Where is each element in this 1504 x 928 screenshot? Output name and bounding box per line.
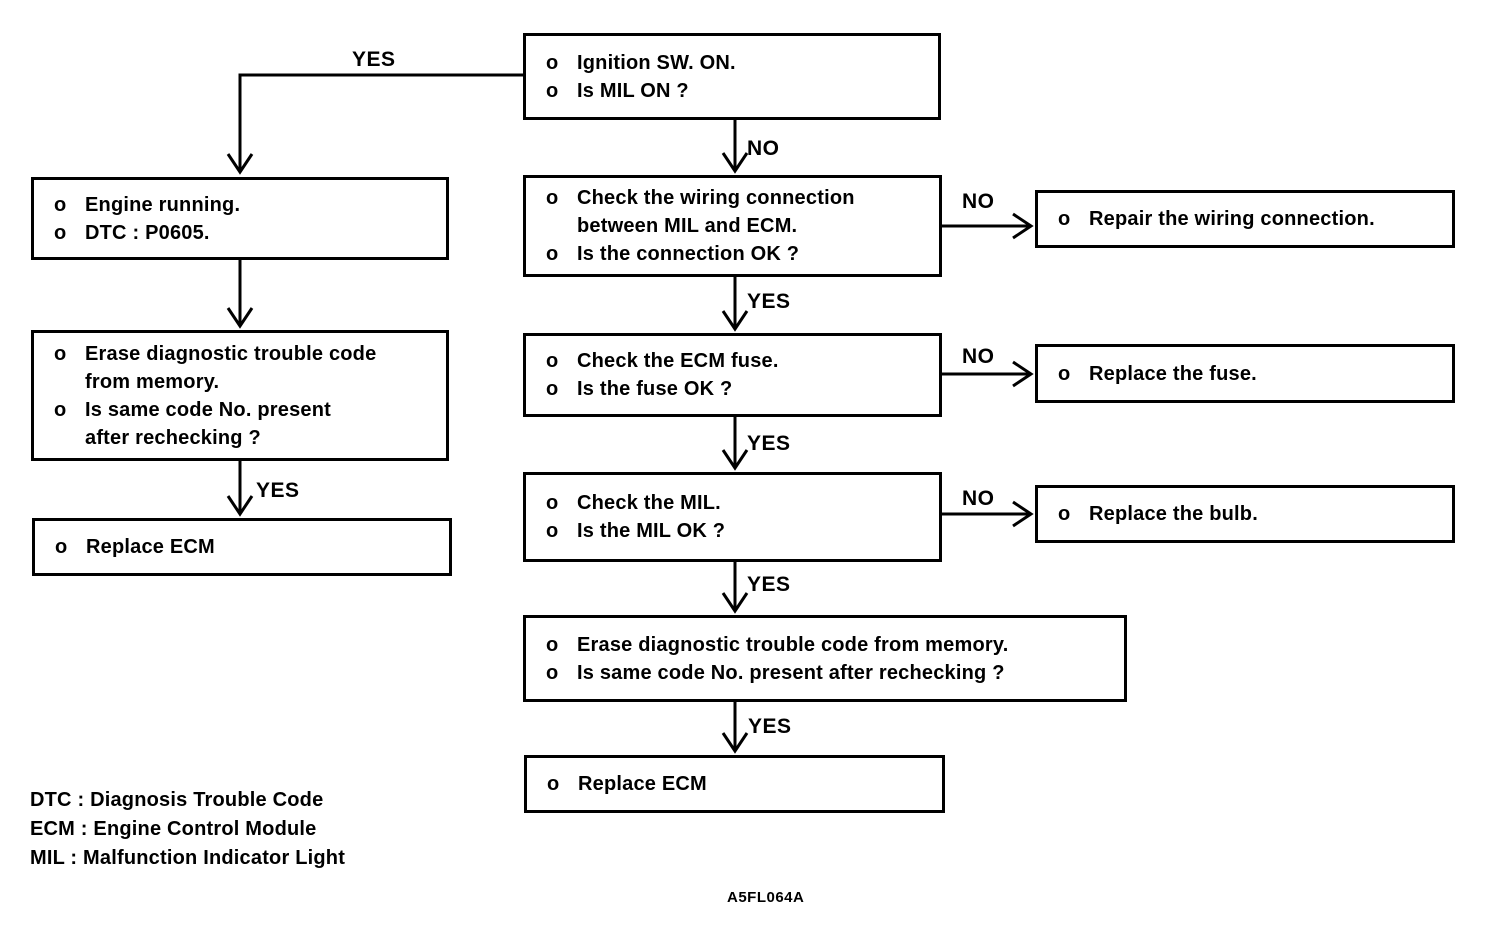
edge-label-no-fuse: NO bbox=[962, 345, 995, 368]
edge-label-yes-top: YES bbox=[352, 48, 396, 71]
node-text: from memory. bbox=[85, 370, 220, 393]
node-check-fuse: o Check the ECM fuse. o Is the fuse OK ? bbox=[523, 333, 942, 417]
node-text: DTC : P0605. bbox=[85, 221, 210, 244]
node-text: after rechecking ? bbox=[85, 426, 261, 449]
node-text: Erase diagnostic trouble code from memor… bbox=[577, 633, 1009, 656]
bullet: o bbox=[54, 221, 67, 244]
node-replace-ecm-mid: o Replace ECM bbox=[524, 755, 945, 813]
node-text: Is the connection OK ? bbox=[577, 243, 800, 265]
node-text: Replace ECM bbox=[86, 536, 215, 558]
abbreviation-legend: DTC : Diagnosis Trouble Code ECM : Engin… bbox=[30, 786, 345, 873]
edge-label-no-mil: NO bbox=[962, 487, 995, 510]
bullet: o bbox=[546, 243, 559, 265]
node-check-mil: o Check the MIL. o Is the MIL OK ? bbox=[523, 472, 942, 562]
edge-label-yes-erase: YES bbox=[748, 715, 792, 738]
node-text: Erase diagnostic trouble code bbox=[85, 342, 377, 365]
node-item: o Repair the wiring connection. bbox=[1058, 205, 1446, 233]
node-item: o Replace the bulb. bbox=[1058, 500, 1446, 528]
bullet: o bbox=[547, 773, 560, 795]
node-text: Check the wiring connection bbox=[577, 187, 855, 209]
node-item: o Is the fuse OK ? bbox=[546, 375, 933, 403]
node-item: o Erase diagnostic trouble code from mem… bbox=[546, 631, 1118, 659]
edge-label-yes-left: YES bbox=[256, 479, 300, 502]
edge-yes-to-engine bbox=[226, 73, 523, 175]
node-text: Replace the bulb. bbox=[1089, 503, 1258, 525]
node-text: Is same code No. present after recheckin… bbox=[577, 661, 1005, 684]
bullet: o bbox=[546, 51, 559, 74]
bullet: o bbox=[546, 661, 559, 684]
node-replace-bulb: o Replace the bulb. bbox=[1035, 485, 1455, 543]
legend-line-ecm: ECM : Engine Control Module bbox=[30, 818, 317, 840]
bullet: o bbox=[1058, 208, 1071, 230]
bullet: o bbox=[546, 350, 559, 372]
bullet: o bbox=[546, 492, 559, 514]
node-item: o Erase diagnostic trouble code from mem… bbox=[54, 340, 440, 396]
bullet: o bbox=[1058, 362, 1071, 385]
legend-line-dtc: DTC : Diagnosis Trouble Code bbox=[30, 789, 324, 811]
node-text: Replace ECM bbox=[578, 773, 707, 795]
edge-label-yes-mil: YES bbox=[747, 573, 791, 596]
node-text: Check the MIL. bbox=[577, 492, 721, 514]
node-item: o Replace ECM bbox=[547, 770, 936, 798]
bullet: o bbox=[54, 193, 67, 216]
node-item: o Check the wiring connection between MI… bbox=[546, 184, 933, 240]
node-text: Ignition SW. ON. bbox=[577, 51, 736, 74]
bullet: o bbox=[546, 520, 559, 542]
figure-code: A5FL064A bbox=[727, 889, 805, 906]
bullet: o bbox=[546, 187, 559, 209]
bullet: o bbox=[546, 633, 559, 656]
edge-label-yes-wiring: YES bbox=[747, 290, 791, 313]
node-text: Replace the fuse. bbox=[1089, 362, 1257, 385]
node-text: between MIL and ECM. bbox=[577, 215, 798, 237]
node-item: o Engine running. bbox=[54, 191, 440, 219]
node-ignition: o Ignition SW. ON. o Is MIL ON ? bbox=[523, 33, 941, 120]
bullet: o bbox=[55, 536, 68, 558]
node-replace-fuse: o Replace the fuse. bbox=[1035, 344, 1455, 403]
node-item: o Replace ECM bbox=[55, 533, 443, 561]
node-item: o Check the ECM fuse. bbox=[546, 347, 933, 375]
edge-label-no-top: NO bbox=[747, 137, 780, 160]
node-text: Is the fuse OK ? bbox=[577, 378, 733, 400]
node-item: o Check the MIL. bbox=[546, 489, 933, 517]
node-erase-code-left: o Erase diagnostic trouble code from mem… bbox=[31, 330, 449, 461]
node-text: Repair the wiring connection. bbox=[1089, 208, 1375, 230]
bullet: o bbox=[54, 342, 67, 365]
node-item: o Replace the fuse. bbox=[1058, 360, 1446, 388]
node-item: o Is same code No. present after recheck… bbox=[546, 659, 1118, 687]
node-text: Is MIL ON ? bbox=[577, 79, 689, 102]
bullet: o bbox=[1058, 503, 1071, 525]
node-erase-code-mid: o Erase diagnostic trouble code from mem… bbox=[523, 615, 1127, 702]
edge-label-yes-fuse: YES bbox=[747, 432, 791, 455]
node-item: o Ignition SW. ON. bbox=[546, 49, 932, 77]
node-text: Is the MIL OK ? bbox=[577, 520, 726, 542]
edge-label-no-wiring: NO bbox=[962, 190, 995, 213]
node-text: Engine running. bbox=[85, 193, 241, 216]
node-engine-running: o Engine running. o DTC : P0605. bbox=[31, 177, 449, 260]
node-item: o Is MIL ON ? bbox=[546, 77, 932, 105]
node-repair-wiring: o Repair the wiring connection. bbox=[1035, 190, 1455, 248]
node-text: Check the ECM fuse. bbox=[577, 350, 779, 372]
node-check-wiring: o Check the wiring connection between MI… bbox=[523, 175, 942, 277]
node-text: Is same code No. present bbox=[85, 398, 332, 421]
bullet: o bbox=[546, 79, 559, 102]
node-replace-ecm-left: o Replace ECM bbox=[32, 518, 452, 576]
node-item: o Is same code No. present after recheck… bbox=[54, 396, 440, 452]
bullet: o bbox=[54, 398, 67, 421]
bullet: o bbox=[546, 378, 559, 400]
node-item: o Is the connection OK ? bbox=[546, 240, 933, 268]
legend-line-mil: MIL : Malfunction Indicator Light bbox=[30, 847, 346, 869]
node-item: o Is the MIL OK ? bbox=[546, 517, 933, 545]
node-item: o DTC : P0605. bbox=[54, 219, 440, 247]
